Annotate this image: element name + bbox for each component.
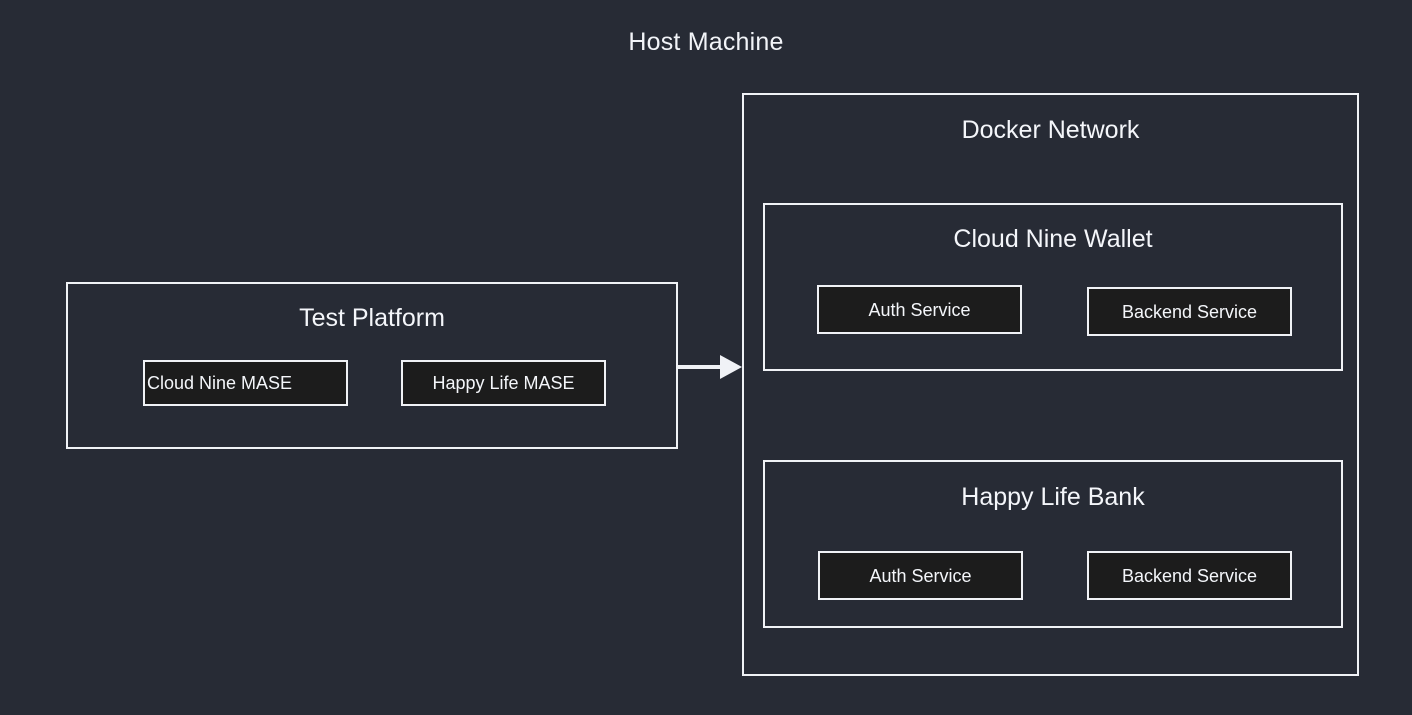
container-docker-network: Docker Network Cloud Nine Wallet Auth Se…: [742, 93, 1359, 676]
arrow-head-icon: [720, 355, 742, 379]
node-happy-life-bank-auth-service: Auth Service: [818, 551, 1023, 600]
node-happy-life-mase: Happy Life MASE: [401, 360, 606, 406]
node-label: Cloud Nine MASE: [147, 373, 293, 393]
container-title-test-platform: Test Platform: [299, 304, 445, 332]
node-label: Backend Service: [1121, 565, 1258, 586]
container-test-platform: Test Platform Cloud Nine MASE Happy Life…: [66, 282, 678, 449]
node-label: Auth Service: [868, 299, 971, 320]
node-happy-life-bank-backend-service: Backend Service: [1087, 551, 1292, 600]
container-cloud-nine-wallet: Cloud Nine Wallet Auth Service Backend S…: [763, 203, 1343, 371]
container-title-happy-life-bank: Happy Life Bank: [961, 483, 1145, 511]
arrow-test-platform-to-docker-network: [678, 355, 742, 379]
node-cloud-nine-wallet-auth-service: Auth Service: [817, 285, 1022, 334]
node-cloud-nine-mase: Cloud Nine MASE: [143, 360, 348, 406]
page-title: Host Machine: [628, 28, 784, 56]
node-cloud-nine-wallet-backend-service: Backend Service: [1087, 287, 1292, 336]
container-title-cloud-nine-wallet: Cloud Nine Wallet: [953, 225, 1153, 253]
node-label: Backend Service: [1121, 301, 1258, 322]
node-label: Happy Life MASE: [432, 373, 575, 393]
container-title-docker-network: Docker Network: [961, 116, 1140, 144]
node-label: Auth Service: [869, 565, 972, 586]
container-happy-life-bank: Happy Life Bank Auth Service Backend Ser…: [763, 460, 1343, 628]
